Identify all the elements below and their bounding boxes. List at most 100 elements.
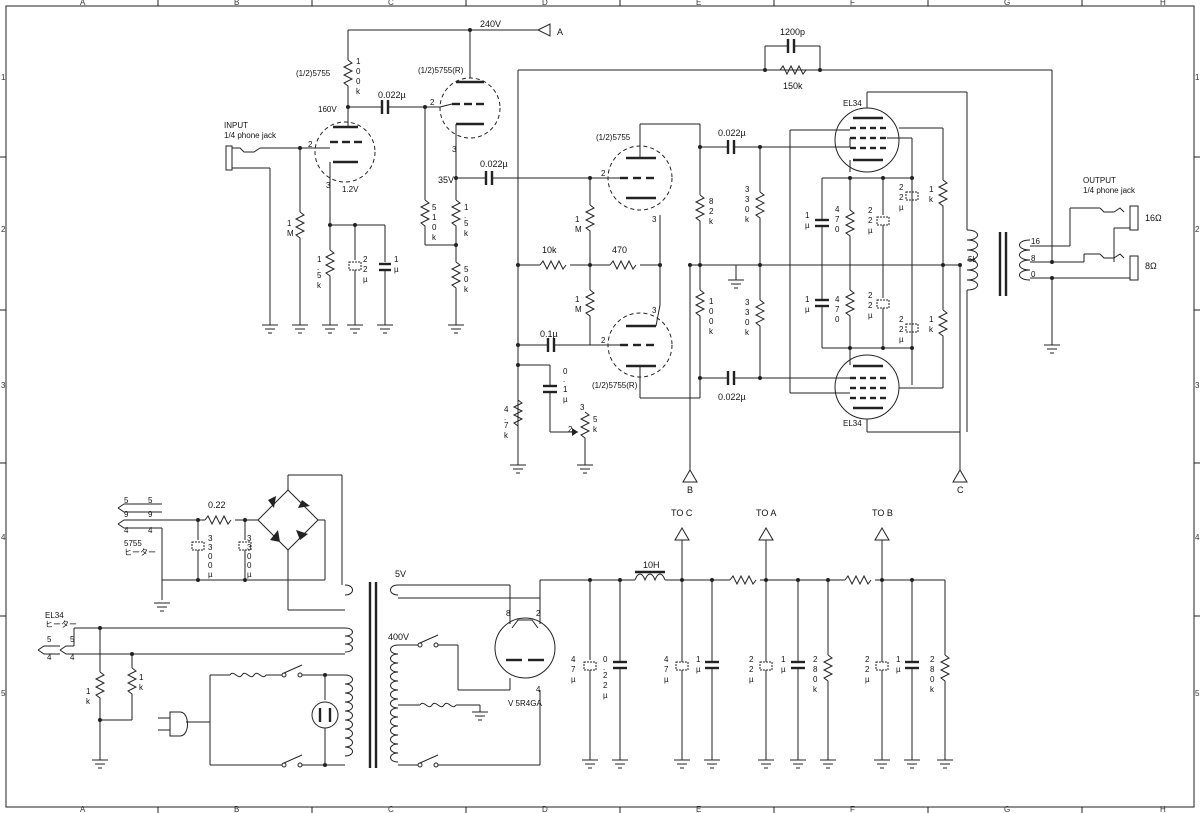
resistor-470 <box>609 259 637 271</box>
row-label-5: 5 <box>1 689 6 698</box>
label-pin2-pi-top: 2 <box>601 169 606 178</box>
label-b: B <box>687 485 693 495</box>
label-el34-top: EL34 <box>843 99 862 108</box>
label-htr-a-5: 5 <box>124 496 129 505</box>
fuse-icon <box>229 672 267 678</box>
to-c-triangle <box>674 527 690 541</box>
resistor-50k <box>450 261 462 325</box>
resistor-1m-grid <box>294 211 306 325</box>
resistor-470-b <box>844 289 856 325</box>
row-label-4: 4 <box>1 533 6 542</box>
label-v1a: (1/2)5755 <box>296 69 331 78</box>
resistor-1m-b <box>584 289 596 335</box>
resistor-1k-screen-a <box>937 179 949 225</box>
label-el34-heater: EL34 <box>45 611 64 620</box>
label-1v2: 1.2V <box>342 185 359 194</box>
voltage-switch-icon[interactable] <box>281 754 303 768</box>
label-pin3-pi-bot: 3 <box>652 306 657 315</box>
label-pin2-v1a: 2 <box>308 140 313 149</box>
hv-fuse-icon <box>419 702 457 708</box>
label-cap-0022-a: 0.022µ <box>378 90 406 100</box>
label-16-ohm: 16Ω <box>1145 213 1162 223</box>
label-to-a: TO A <box>756 508 776 518</box>
resistor-ps-a <box>729 574 757 586</box>
resistor-280k-b <box>939 654 951 700</box>
mains-plug-icon[interactable] <box>158 711 188 737</box>
ground-icon-output-bias <box>728 279 744 289</box>
label-c: C <box>957 485 964 495</box>
col-label-d-bottom: D <box>542 805 548 813</box>
label-htr-b-5: 5 <box>148 496 153 505</box>
to-b-triangle <box>874 527 890 541</box>
row-label-4-right: 4 <box>1195 533 1200 542</box>
label-pot-pin1: 3 <box>580 403 585 412</box>
potentiometer-5k[interactable] <box>579 411 591 455</box>
hv-switch-icon[interactable] <box>417 634 439 648</box>
node-a-triangle <box>536 23 551 37</box>
pilot-lamp-icon <box>311 701 339 729</box>
label-rect-pin2: 2 <box>536 609 541 618</box>
label-pin3-v1a: 3 <box>326 181 331 190</box>
col-label-b: B <box>234 0 239 7</box>
output-jack-8-icon[interactable] <box>1083 253 1139 281</box>
resistor-1k-screen-b <box>937 309 949 355</box>
col-label-b-bottom: B <box>234 805 239 813</box>
col-label-a: A <box>80 0 86 7</box>
label-400v: 400V <box>388 632 409 642</box>
input-jack-icon[interactable] <box>225 145 270 171</box>
hv-switch-b-icon[interactable] <box>417 754 439 768</box>
resistor-100k-pi <box>694 289 706 335</box>
col-label-a-bottom: A <box>80 805 86 813</box>
power-transformer-hv-secondary <box>390 644 399 763</box>
label-022: 0.22 <box>208 500 226 510</box>
label-35v: 35V <box>438 175 454 185</box>
ground-icon-follower <box>448 324 464 334</box>
tube-v1a <box>314 121 376 183</box>
resistor-100k-plate <box>342 59 354 104</box>
label-pin3-v1b: 3 <box>452 145 457 154</box>
label-5v: 5V <box>395 569 406 579</box>
resistor-510k <box>419 199 431 245</box>
label-htr-a-9: 9 <box>124 510 129 519</box>
label-150k: 150k <box>783 81 803 91</box>
power-switch-icon[interactable] <box>281 664 303 678</box>
label-rect-pin8: 8 <box>506 609 511 618</box>
power-transformer-primary <box>344 674 353 757</box>
resistor-1k5-follower <box>450 199 462 245</box>
row-label-5-right: 5 <box>1195 689 1200 698</box>
label-rect-pin4: 4 <box>536 685 541 694</box>
col-label-c-bottom: C <box>388 805 394 813</box>
label-10k: 10k <box>542 245 557 255</box>
resistor-470-a <box>844 209 856 245</box>
label-5r4ga: V 5R4GA <box>508 699 542 708</box>
output-jack-16-icon[interactable] <box>1069 205 1139 262</box>
label-tap-16: 16 <box>1031 237 1040 246</box>
label-to-b: TO B <box>872 508 893 518</box>
label-htr-b-4: 4 <box>148 526 153 535</box>
